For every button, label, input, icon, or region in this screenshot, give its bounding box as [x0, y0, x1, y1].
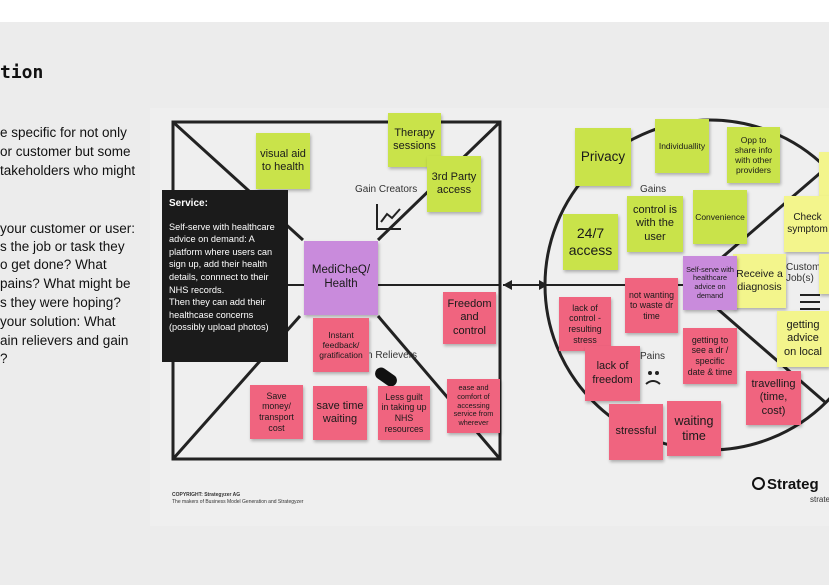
sticky-edge-yellow[interactable] [819, 152, 829, 208]
sticky-not-wanting[interactable]: not wanting to waste dr time [625, 278, 678, 333]
intro-line: or customer but some [0, 144, 131, 159]
intro-line: s they were hoping? [0, 295, 121, 310]
gains-label: Gains [640, 184, 667, 195]
sticky-control-user[interactable]: control is with the user [627, 196, 683, 252]
sticky-edge-yellow-2[interactable] [819, 254, 829, 294]
sticky-getting-to-see[interactable]: getting to see a dr / specific date & ti… [683, 328, 737, 384]
pain-relievers-label: n Relievers [367, 350, 418, 361]
service-body: Self-serve with healthcare advice on dem… [169, 221, 275, 333]
top-bar [0, 0, 829, 22]
sticky-individuality[interactable]: Individuallity [655, 119, 709, 173]
copyright-line: The makers of Business Model Generation … [172, 499, 304, 505]
intro-line: s the job or task they [0, 239, 125, 254]
copyright-line: COPYRIGHT: Strategyzer AG [172, 492, 241, 498]
sticky-instant-feedback[interactable]: Instant feedback/ gratification [313, 318, 369, 372]
intro-line: ? [0, 351, 8, 366]
intro-line: pains? What might be [0, 276, 131, 291]
intro-line: your solution: What [0, 314, 116, 329]
intro-line: your customer or user: [0, 221, 136, 236]
sticky-freedom-control[interactable]: Freedom and control [443, 292, 496, 344]
intro-line: ain relievers and gain [0, 333, 129, 348]
sticky-visual-aid[interactable]: visual aid to health [256, 133, 310, 189]
sticky-travelling[interactable]: travelling (time, cost) [746, 371, 801, 425]
sticky-stressful[interactable]: stressful [609, 404, 663, 460]
intro-line: takeholders who might [0, 163, 136, 178]
intro-line: o get done? What [0, 257, 107, 272]
sticky-product-medicheq[interactable]: MediCheQ/ Health [304, 241, 378, 315]
sticky-check-symptoms[interactable]: Check symptom [784, 196, 829, 252]
sticky-lack-freedom[interactable]: lack of freedom [585, 346, 640, 401]
page-heading: tion [0, 62, 44, 83]
sticky-convenience[interactable]: Convenience [693, 190, 747, 244]
brand-name: Strateg [767, 476, 819, 493]
sticky-lack-control[interactable]: lack of control - resulting stress [559, 297, 611, 351]
pains-label: Pains [640, 351, 666, 362]
sticky-share-info[interactable]: Opp to share info with other providers [727, 127, 780, 183]
customer-jobs-label: Custom Job(s) [786, 262, 821, 284]
sticky-third-party-access[interactable]: 3rd Party access [427, 156, 481, 212]
brand-url: strate [810, 495, 829, 504]
sticky-receive-diagnosis[interactable]: Receive a diagnosis [733, 254, 786, 308]
sticky-less-guilt[interactable]: Less guilt in taking up NHS resources [378, 386, 430, 440]
brand-mark-icon [752, 477, 765, 490]
sticky-24-7-access[interactable]: 24/7 access [563, 214, 618, 270]
sticky-save-time[interactable]: save time waiting [313, 386, 367, 440]
gain-creators-label: Gain Creators [355, 184, 418, 195]
sticky-save-money[interactable]: Save money/ transport cost [250, 385, 303, 439]
sticky-ease-comfort[interactable]: ease and comfort of accessing service fr… [447, 379, 500, 433]
intro-line: e specific for not only [0, 125, 127, 140]
service-title: Service: [169, 198, 208, 209]
copyright-notice: COPYRIGHT: Strategyzer AG The makers of … [172, 492, 303, 506]
service-description: Service: Self-serve with healthcare advi… [162, 190, 288, 362]
sticky-self-serve[interactable]: Self-serve with healthcare advice on dem… [683, 256, 737, 310]
sticky-getting-advice[interactable]: getting advice on local [777, 311, 829, 367]
strategyzer-logo: Strateg [752, 476, 819, 493]
sticky-waiting-time[interactable]: waiting time [667, 401, 721, 456]
sticky-privacy[interactable]: Privacy [575, 128, 631, 186]
